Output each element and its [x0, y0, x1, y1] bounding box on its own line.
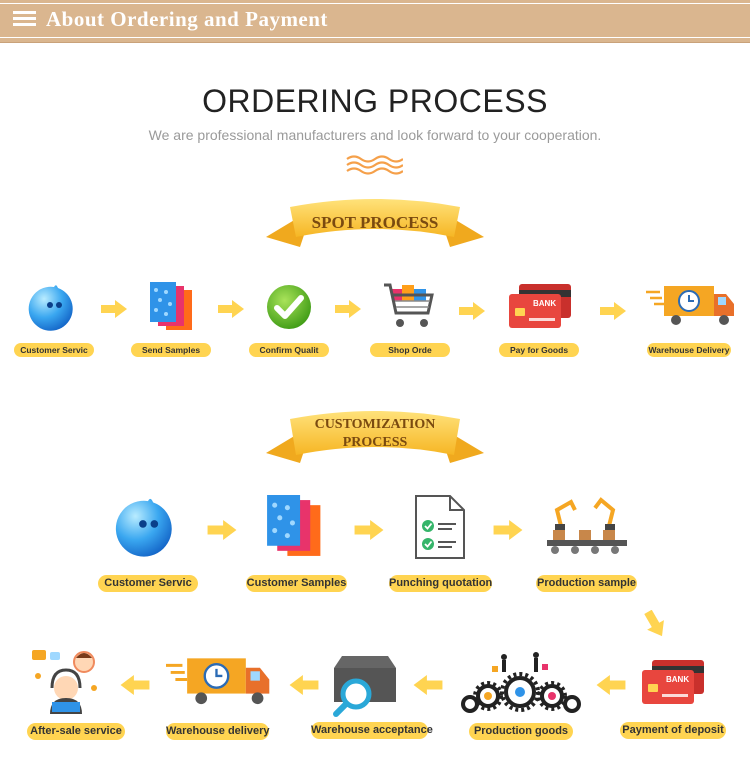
- arrow-left-icon: [596, 675, 626, 695]
- checkmark-icon: [267, 285, 311, 329]
- custom-step-label: Punching quotation: [389, 575, 492, 592]
- spot-step-label: Customer Servic: [14, 343, 94, 357]
- arrow-icon: [600, 302, 626, 320]
- arrow-icon: [218, 300, 244, 318]
- arrow-left-icon: [120, 675, 150, 695]
- custom-step-label: Payment of deposit: [620, 722, 726, 739]
- custom-step-label: Production sample: [536, 575, 637, 592]
- spot-process-label: SPOT PROCESS: [311, 213, 439, 232]
- arrow-down-icon: [644, 610, 664, 637]
- custom-step-label: Production goods: [469, 723, 573, 740]
- chat-bubble-icon: [28, 285, 73, 331]
- shopping-cart-icon: [384, 283, 434, 327]
- fabric-samples-icon: [150, 282, 192, 330]
- section-header: About Ordering and Payment: [0, 0, 750, 43]
- custom-step-label: Warehouse acceptance: [311, 722, 433, 739]
- custom-step-label: Customer Samples: [246, 575, 347, 592]
- page-subtitle: We are professional manufacturers and lo…: [148, 127, 602, 143]
- robot-arm-factory-icon: [547, 497, 627, 554]
- custom-step-label: Customer Servic: [98, 575, 198, 592]
- menu-icon: [13, 11, 36, 27]
- custom-step-label: After-sale service: [27, 723, 125, 740]
- chat-bubble-icon: [115, 498, 172, 557]
- fabric-samples-icon: [267, 495, 321, 556]
- arrow-icon: [354, 520, 384, 540]
- bank-card-text: BANK: [666, 675, 689, 684]
- gears-team-icon: [461, 652, 581, 713]
- arrow-icon: [493, 520, 523, 540]
- arrow-left-icon: [289, 675, 319, 695]
- arrow-left-icon: [413, 675, 443, 695]
- warehouse-box-search-icon: [333, 656, 396, 717]
- spot-step-label: Warehouse Delivery: [647, 343, 731, 357]
- spot-step-label: Pay for Goods: [499, 343, 579, 357]
- bank-card-icon: BANK: [642, 660, 704, 704]
- arrow-icon: [207, 520, 237, 540]
- page-title: ORDERING PROCESS: [202, 83, 548, 119]
- spot-step-label: Confirm Qualit: [249, 343, 329, 357]
- arrow-icon: [101, 300, 127, 318]
- spot-step-label: Send Samples: [131, 343, 211, 357]
- bank-card-text: BANK: [533, 299, 556, 308]
- arrow-icon: [459, 302, 485, 320]
- section-title: About Ordering and Payment: [46, 7, 328, 31]
- delivery-truck-icon: [166, 658, 270, 705]
- quotation-document-icon: [415, 495, 465, 559]
- custom-step-label: Warehouse delivery: [166, 723, 270, 740]
- customer-support-icon: [32, 650, 97, 714]
- bank-card-icon: BANK: [509, 284, 571, 328]
- wave-divider-icon: [346, 155, 403, 175]
- spot-process-ribbon: SPOT PROCESS: [264, 193, 486, 251]
- customization-label-line1: CUSTOMIZATION: [314, 417, 436, 432]
- spot-step-label: Shop Orde: [370, 343, 450, 357]
- customization-label-line2: PROCESS: [342, 435, 408, 450]
- customization-process-ribbon: CUSTOMIZATION PROCESS: [264, 405, 486, 467]
- delivery-truck-icon: [646, 286, 734, 325]
- arrow-icon: [335, 300, 361, 318]
